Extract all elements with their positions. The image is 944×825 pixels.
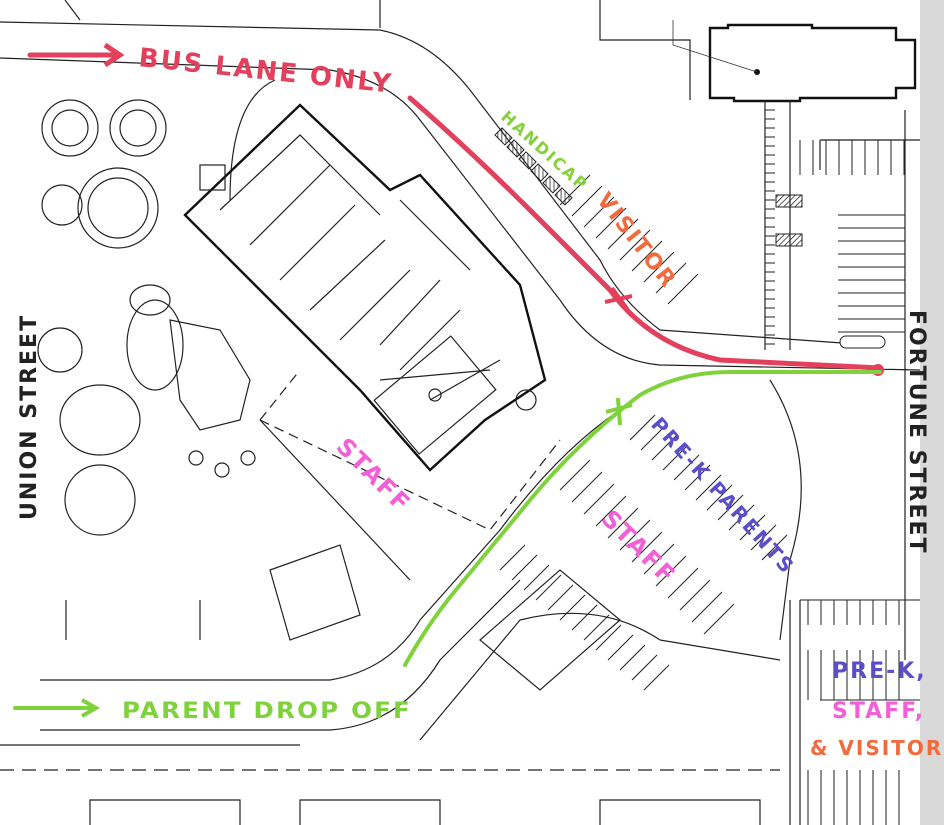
roads <box>0 0 921 825</box>
staff-stall <box>667 567 699 599</box>
island <box>479 569 621 691</box>
union-street-label: UNION STREET <box>17 314 42 520</box>
parking-top-right <box>764 100 920 350</box>
visitor-stall <box>655 262 687 294</box>
prek-parents-label: PRE-K PARENTS <box>646 412 799 579</box>
staff-stall <box>511 554 538 581</box>
staff-stall <box>631 531 663 563</box>
staff-stall <box>595 495 627 527</box>
visitor-stall <box>595 207 627 239</box>
bus-route-line <box>27 52 883 371</box>
parking-bottom-right <box>800 599 920 825</box>
staff-stall <box>679 579 711 611</box>
prek-stall <box>728 504 755 531</box>
visitor-stall <box>583 196 615 228</box>
staff-stall <box>559 594 586 621</box>
visitor-stall <box>607 218 639 250</box>
parent-drop-off-label: PARENT DROP OFF <box>122 699 412 724</box>
landscaping <box>37 79 411 641</box>
prek-stall <box>739 514 766 541</box>
visitor-stalls <box>559 174 699 305</box>
prek-stall <box>629 414 656 441</box>
staff-stall <box>607 634 634 661</box>
visitor-label: VISITOR <box>591 188 681 293</box>
staff-stall <box>583 483 615 515</box>
bus-cross <box>604 286 633 312</box>
staff-stall <box>703 603 735 635</box>
staff-stall <box>619 519 651 551</box>
visitor-stall <box>631 240 663 272</box>
bus-lane-label: BUS LANE ONLY <box>137 43 394 100</box>
prek-stall <box>662 444 689 471</box>
parking-staff-lot <box>499 414 788 691</box>
fortune-street-label: FORTUNE STREET <box>904 310 929 555</box>
corner-lot-prek-label: PRE-K, <box>832 659 927 684</box>
staff-stall <box>595 624 622 651</box>
handicap-stalls <box>494 127 573 206</box>
staff-stall <box>583 614 610 641</box>
handicap-stall <box>506 139 525 158</box>
leader-line <box>672 20 758 73</box>
north-building <box>708 23 917 103</box>
handicap-stall <box>530 163 549 182</box>
prek-stall <box>695 474 722 501</box>
visitor-stall <box>571 185 603 217</box>
staff-stall <box>643 543 675 575</box>
staff-stall <box>559 459 591 491</box>
prek-stall <box>640 424 667 451</box>
staff-label: STAFF <box>331 432 417 518</box>
prek-stall <box>750 524 777 551</box>
corner-lot-visitors-label: & VISITORS <box>810 736 944 760</box>
handicap-stall <box>554 187 573 206</box>
prek-stall <box>673 454 700 481</box>
visitor-stall <box>667 273 699 305</box>
parent-route-line <box>13 370 882 710</box>
parent-cross <box>605 397 633 426</box>
prek-stall <box>684 464 711 491</box>
handicap-stall <box>518 151 537 170</box>
staff-stall <box>571 471 603 503</box>
staff-stall <box>523 564 550 591</box>
staff-stall <box>571 604 598 631</box>
visitor-stall <box>619 229 651 261</box>
school-building <box>183 103 561 531</box>
handicap-stall <box>542 175 561 194</box>
staff-stall <box>535 574 562 601</box>
prek-stall <box>651 434 678 461</box>
staff-stall <box>499 544 526 571</box>
handicap-stall <box>494 127 513 146</box>
bus-arrow <box>103 42 125 68</box>
staff-stall <box>607 507 639 539</box>
staff-stall <box>655 555 687 587</box>
staff-stall <box>547 584 574 611</box>
prek-stall <box>706 484 733 511</box>
parent-arrow <box>81 698 101 718</box>
staff-stall <box>643 664 670 691</box>
visitor-stall <box>559 174 591 206</box>
visitor-stall <box>643 251 675 283</box>
prek-stall <box>761 534 788 561</box>
staff-stall <box>619 644 646 671</box>
prek-stall <box>717 494 744 521</box>
staff-lot-label: STAFF <box>596 504 682 590</box>
page-edge <box>920 0 944 825</box>
staff-stall <box>631 654 658 681</box>
corner-lot-staff-label: STAFF, <box>832 699 925 724</box>
staff-stall <box>691 591 723 623</box>
